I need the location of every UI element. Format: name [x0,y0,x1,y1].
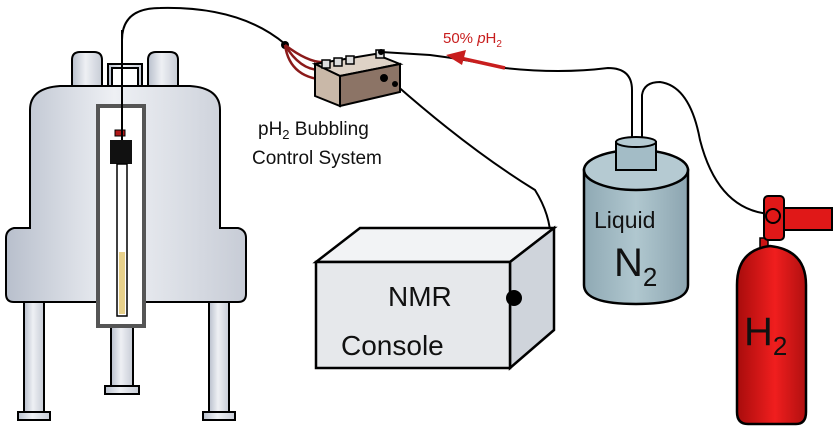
bubbling-control-box [283,44,404,108]
nmr-magnet [5,30,247,421]
nmr-console [312,225,558,371]
liquid-n2-dewar [582,136,690,306]
console-label-line1: NMR [388,281,452,312]
control-system-label-line1: pH2 Bubbling [258,119,369,142]
dewar-label-line2: N2 [614,241,657,292]
dewar-label-line1: Liquid [594,207,655,233]
control-system-label-line2: Control System [252,148,382,169]
flow-label: 50% pH2 [443,30,502,50]
console-label-line2: Console [341,330,444,361]
cylinder-label: H2 [744,310,787,361]
flow-arrow [446,50,506,70]
h2-cylinder [735,195,833,426]
magnet-legs [17,299,236,421]
nmr-tube [110,129,132,317]
console-port [506,290,522,306]
cylinder-valve-knob [765,208,781,224]
